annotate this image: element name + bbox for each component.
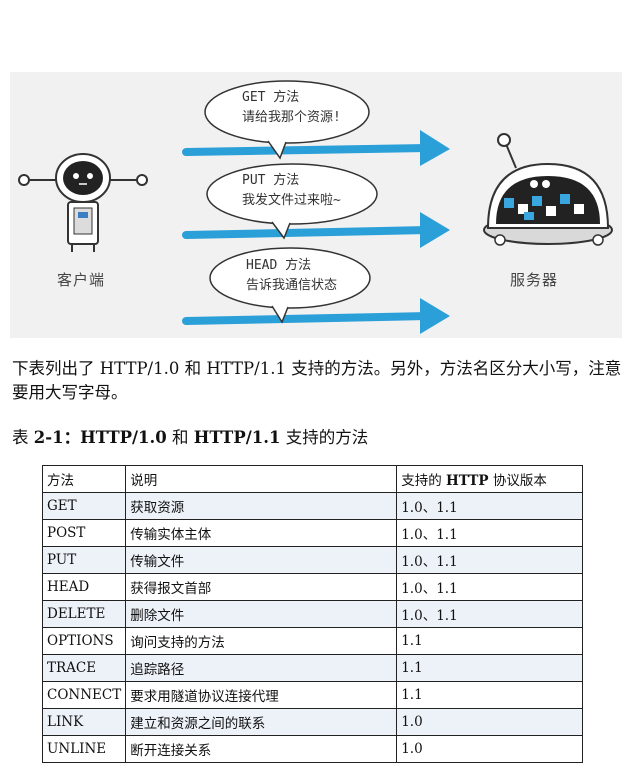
- method-cell: POST: [41, 519, 127, 547]
- description-cell: 要求用隧道协议连接代理: [125, 681, 398, 709]
- table-caption: 表 2-1：HTTP/1.0 和 HTTP/1.1 支持的方法: [12, 426, 368, 450]
- version-cell: 1.0、1.1: [396, 600, 583, 628]
- version-cell: 1.0、1.1: [396, 519, 583, 547]
- version-cell: 1.0、1.1: [396, 546, 583, 574]
- illustration-graphics: [18, 80, 613, 334]
- method-cell: PUT: [41, 546, 127, 574]
- method-cell: HEAD: [41, 573, 127, 601]
- bubble-head-text: HEAD 方法 告诉我通信状态: [246, 256, 337, 296]
- table-row: POST 传输实体主体 1.0、1.1: [41, 519, 583, 547]
- bubble-head-method: HEAD 方法: [246, 258, 312, 273]
- description-cell: 断开连接关系: [125, 735, 398, 763]
- table-row: LINK 建立和资源之间的联系 1.0: [41, 708, 583, 736]
- method-cell: LINK: [41, 708, 127, 736]
- header-version-http: HTTP: [446, 473, 489, 489]
- version-cell: 1.0: [396, 735, 583, 763]
- version-cell: 1.0、1.1: [396, 492, 583, 520]
- header-version-pre: 支持的: [401, 473, 447, 489]
- table-row: PUT 传输文件 1.0、1.1: [41, 546, 583, 574]
- bubble-get-method: GET 方法: [242, 90, 300, 105]
- methods-table: 方法 说明 支持的 HTTP 协议版本 GET 获取资源 1.0、1.1 POS…: [41, 465, 583, 763]
- header-version-post: 协议版本: [488, 473, 547, 489]
- bubble-head: [209, 247, 371, 324]
- http-methods-illustration: GET 方法 请给我那个资源! PUT 方法 我发文件过来啦~ HEAD 方法 …: [10, 72, 622, 338]
- table-row: UNLINE 断开连接关系 1.0: [41, 735, 583, 763]
- server-robot-icon: [483, 133, 613, 246]
- description-cell: 建立和资源之间的联系: [125, 708, 398, 736]
- table-row: DELETE 删除文件 1.0、1.1: [41, 600, 583, 628]
- method-cell: UNLINE: [41, 735, 127, 763]
- arrow-put: [182, 212, 450, 248]
- bubble-get: [204, 80, 370, 160]
- bubble-put-text: PUT 方法 我发文件过来啦~: [242, 171, 341, 211]
- intro-paragraph: 下表列出了 HTTP/1.0 和 HTTP/1.1 支持的方法。另外，方法名区分…: [12, 359, 622, 402]
- bubble-put-method: PUT 方法: [242, 173, 300, 188]
- description-cell: 传输实体主体: [125, 519, 398, 547]
- version-cell: 1.0、1.1: [396, 573, 583, 601]
- client-robot-icon: [18, 153, 148, 252]
- caption-colon: ：: [63, 428, 81, 447]
- header-description: 说明: [125, 465, 398, 493]
- table-row: GET 获取资源 1.0、1.1: [41, 492, 583, 520]
- caption-suffix: 支持的方法: [280, 428, 369, 447]
- table-row: HEAD 获得报文首部 1.0、1.1: [41, 573, 583, 601]
- bubble-get-message: 请给我那个资源!: [242, 110, 341, 125]
- caption-part1: HTTP/1.0: [80, 428, 167, 447]
- method-cell: DELETE: [41, 600, 127, 628]
- method-cell: OPTIONS: [41, 627, 127, 655]
- server-label: 服务器: [510, 271, 559, 289]
- bubble-head-message: 告诉我通信状态: [246, 278, 338, 293]
- caption-part2: HTTP/1.1: [193, 428, 281, 447]
- header-method: 方法: [41, 465, 127, 493]
- bubble-put: [206, 163, 378, 240]
- description-cell: 获得报文首部: [125, 573, 398, 601]
- caption-number: 2-1: [33, 428, 64, 447]
- arrow-head: [182, 298, 450, 334]
- version-cell: 1.0: [396, 708, 583, 736]
- arrow-get: [182, 130, 450, 166]
- method-cell: GET: [41, 492, 127, 520]
- method-cell: CONNECT: [41, 681, 127, 709]
- description-cell: 传输文件: [125, 546, 398, 574]
- version-cell: 1.1: [396, 654, 583, 682]
- bubble-get-text: GET 方法 请给我那个资源!: [242, 88, 341, 128]
- caption-prefix: 表: [12, 428, 34, 447]
- table-header-row: 方法 说明 支持的 HTTP 协议版本: [41, 465, 583, 493]
- header-version: 支持的 HTTP 协议版本: [396, 465, 583, 493]
- table-row: CONNECT 要求用隧道协议连接代理 1.1: [41, 681, 583, 709]
- table-row: OPTIONS 询问支持的方法 1.1: [41, 627, 583, 655]
- version-cell: 1.1: [396, 627, 583, 655]
- description-cell: 追踪路径: [125, 654, 398, 682]
- client-label: 客户端: [57, 271, 106, 289]
- caption-middle: 和: [166, 428, 194, 447]
- bubble-put-message: 我发文件过来啦~: [242, 193, 341, 208]
- description-cell: 删除文件: [125, 600, 398, 628]
- description-cell: 询问支持的方法: [125, 627, 398, 655]
- table-row: TRACE 追踪路径 1.1: [41, 654, 583, 682]
- method-cell: TRACE: [41, 654, 127, 682]
- version-cell: 1.1: [396, 681, 583, 709]
- description-cell: 获取资源: [125, 492, 398, 520]
